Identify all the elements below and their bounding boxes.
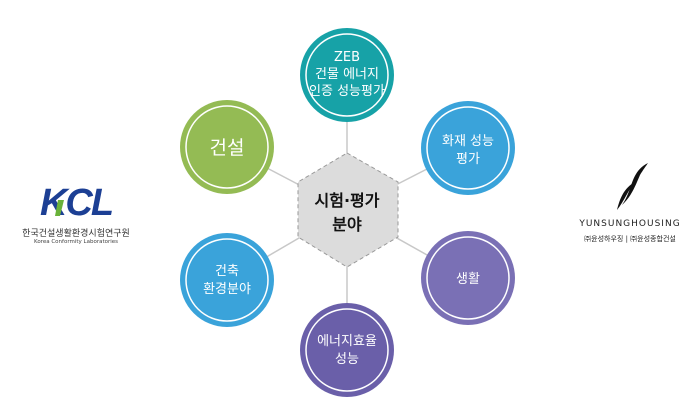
kcl-logo-mark: KCL [40,182,114,224]
node-energy-line2: 성능 [335,352,359,367]
node-construction: 건설 [180,100,274,194]
node-env: 건축 환경분야 [180,233,274,327]
node-fire-line1: 화재 성능 [442,134,494,149]
center-label-line2: 분야 [332,215,362,234]
svg-text:KCL: KCL [40,182,112,224]
node-construction-line1: 건설 [210,137,245,159]
center-label-line1: 시험·평가 [315,191,380,210]
node-energy: 에너지효율 성능 [300,303,394,397]
kcl-name-en: Korea Conformity Laboratories [33,239,119,245]
node-living-line1: 생활 [456,272,480,287]
center-hexagon [297,152,399,268]
node-living: 생활 [421,231,515,325]
node-zeb-line2: 건물 에너지 [315,67,379,82]
kcl-name-ko: 한국건설생활환경시험연구원 [22,229,130,239]
node-fire: 화재 성능 평가 [421,101,515,195]
node-zeb: ZEB 건물 에너지 인증 성능평가 [300,28,394,122]
yunsung-name-ko: ㈜윤성하우징 | ㈜윤성종합건설 [584,235,676,243]
node-zeb-line3: 인증 성능평가 [309,84,385,99]
node-energy-line1: 에너지효율 [317,334,377,349]
yunsung-name-en: YUNSUNGHOUSING [579,219,681,229]
yunsung-logo-mark [617,163,648,210]
node-env-line1: 건축 [215,264,239,279]
node-zeb-line1: ZEB [334,50,360,65]
node-env-line2: 환경분야 [203,282,251,297]
node-fire-line2: 평가 [456,152,480,167]
